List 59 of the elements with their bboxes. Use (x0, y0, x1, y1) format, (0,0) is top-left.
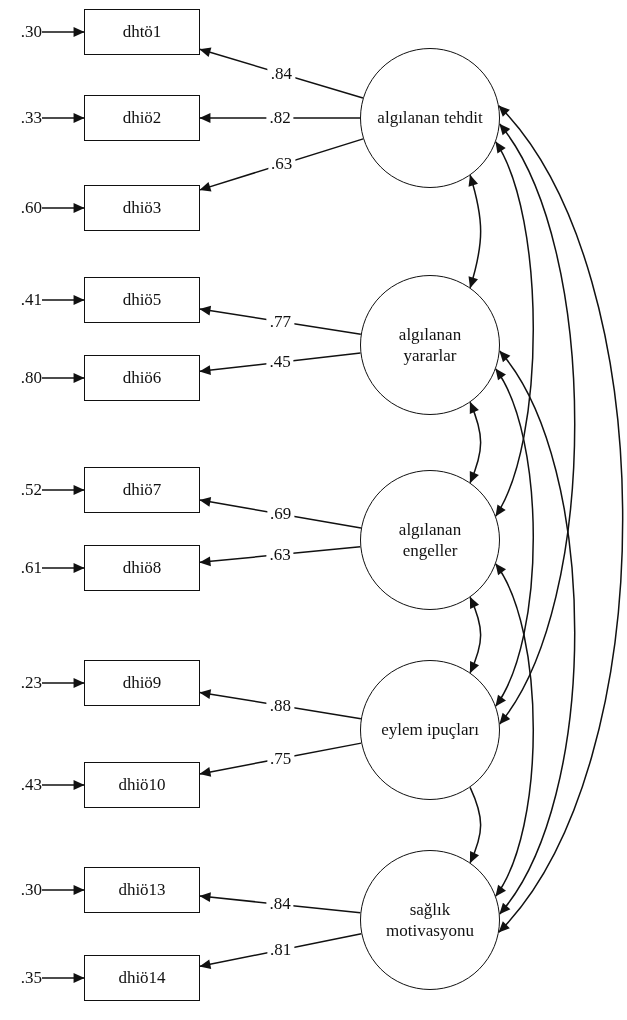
indicator-box (84, 9, 200, 55)
arrow (41, 780, 85, 790)
error-value: .30 (20, 880, 42, 900)
indicator-box (84, 95, 200, 141)
covariance-arrow (469, 786, 482, 864)
error-value: .80 (20, 368, 42, 388)
covariance-arrow (495, 141, 535, 517)
error-value: .35 (20, 968, 42, 988)
indicator-box (84, 277, 200, 323)
covariance-arrow (495, 368, 535, 707)
indicator-box (84, 467, 200, 513)
indicator-name: dhiö2 (122, 108, 162, 128)
arrow (41, 563, 85, 573)
error-value: .23 (20, 673, 42, 693)
latent-variable-name: algılanan engeller (397, 518, 463, 562)
covariance-arrow (498, 105, 624, 933)
indicator-name: dhiö8 (122, 558, 162, 578)
indicator-name: dhiö3 (122, 198, 162, 218)
latent-variable-name: algılanan yararlar (397, 323, 463, 367)
indicator-name: dhiö9 (122, 673, 162, 693)
covariance-arrow (468, 174, 482, 289)
covariance-arrow (495, 563, 535, 897)
indicator-box (84, 355, 200, 401)
indicator-name: dhiö7 (122, 480, 162, 500)
covariance-arrow (469, 596, 482, 674)
latent-variable-name: sağlık motivasyonu (385, 898, 475, 942)
error-value: .52 (20, 480, 42, 500)
indicator-name: dhiö5 (122, 290, 162, 310)
error-value: .33 (20, 108, 42, 128)
arrow (41, 973, 85, 983)
latent-variable-name: eylem ipuçları (381, 719, 479, 741)
indicator-box (84, 185, 200, 231)
indicator-name: dhiö13 (118, 880, 166, 900)
error-value: .61 (20, 558, 42, 578)
arrow (41, 295, 85, 305)
indicator-box (84, 660, 200, 706)
error-value: .43 (20, 775, 42, 795)
error-value: .41 (20, 290, 42, 310)
arrow (41, 678, 85, 688)
indicator-name: dhtö1 (122, 22, 162, 42)
indicator-name: dhiö6 (122, 368, 162, 388)
arrow (41, 373, 85, 383)
covariance-arrow (469, 401, 482, 484)
indicator-name: dhiö10 (118, 775, 166, 795)
error-value: .30 (20, 22, 42, 42)
arrow (41, 885, 85, 895)
covariance-arrow (499, 350, 576, 915)
arrow (41, 485, 85, 495)
error-value: .60 (20, 198, 42, 218)
indicator-name: dhiö14 (118, 968, 166, 988)
arrow (41, 113, 85, 123)
indicator-box (84, 867, 200, 913)
arrow (41, 27, 85, 37)
indicator-box (84, 955, 200, 1001)
indicator-box (84, 762, 200, 808)
latent-variable-name: algılanan tehdit (377, 107, 483, 129)
indicator-box (84, 545, 200, 591)
covariance-arrow (499, 123, 576, 725)
arrow (41, 203, 85, 213)
